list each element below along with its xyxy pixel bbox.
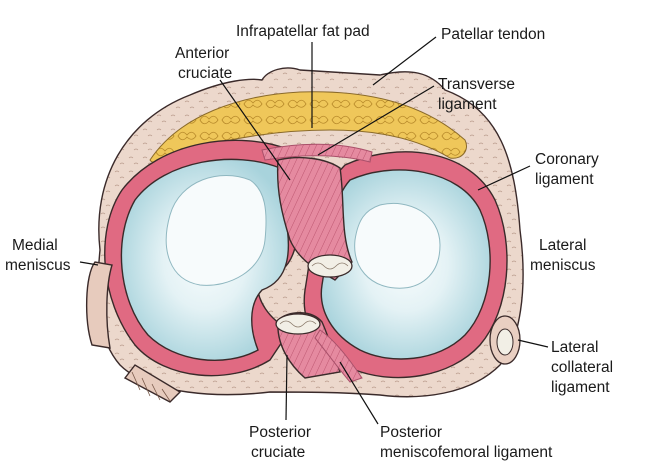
lateral-collateral-cut-end xyxy=(496,328,514,356)
posterior-stump xyxy=(123,364,182,403)
label-infrapatellar-fat-pad: Infrapatellar fat pad xyxy=(236,23,370,40)
transverse-ligament xyxy=(261,143,373,163)
acl-cut-end-texture xyxy=(311,262,349,270)
pcl-cut-end-texture xyxy=(279,320,317,328)
label-medial-meniscus-line2: meniscus xyxy=(5,257,71,274)
label-transverse-ligament-line2: ligament xyxy=(438,96,497,113)
label-coronary-ligament-line2: ligament xyxy=(535,171,594,188)
anterior-cruciate-ligament xyxy=(276,156,353,281)
acl-cut-end xyxy=(307,254,353,278)
label-anterior-cruciate-line1: Anterior xyxy=(175,45,229,62)
label-posterior-cruciate-line2: cruciate xyxy=(251,444,305,461)
label-lateral-collateral-line3: ligament xyxy=(551,379,610,396)
label-lateral-meniscus-line1: Lateral xyxy=(539,237,586,254)
posterior-meniscofemoral-ligament xyxy=(314,329,363,383)
leader-lines xyxy=(79,36,549,425)
label-lateral-collateral-line2: collateral xyxy=(551,359,613,376)
label-transverse-ligament-line1: Transverse xyxy=(438,76,515,93)
label-patellar-tendon: Patellar tendon xyxy=(441,26,545,43)
label-lateral-collateral-line1: Lateral xyxy=(551,339,598,356)
label-anterior-cruciate-line2: cruciate xyxy=(178,65,232,82)
label-medial-meniscus-line1: Medial xyxy=(12,237,58,254)
medial-articular-surface xyxy=(165,175,267,286)
posterior-stump-hatching xyxy=(131,371,171,402)
label-lateral-meniscus-line2: meniscus xyxy=(530,257,596,274)
label-posterior-meniscofemoral-line2: meniscofemoral ligament xyxy=(380,444,553,461)
labels: Infrapatellar fat pad Patellar tendon An… xyxy=(5,23,613,461)
label-coronary-ligament-line1: Coronary xyxy=(535,151,599,168)
label-posterior-cruciate-line1: Posterior xyxy=(249,424,311,441)
lateral-articular-surface xyxy=(354,203,441,289)
pcl-cut-end xyxy=(275,313,321,335)
medial-collateral-stump xyxy=(86,261,113,349)
label-posterior-meniscofemoral-line1: Posterior xyxy=(380,424,442,441)
